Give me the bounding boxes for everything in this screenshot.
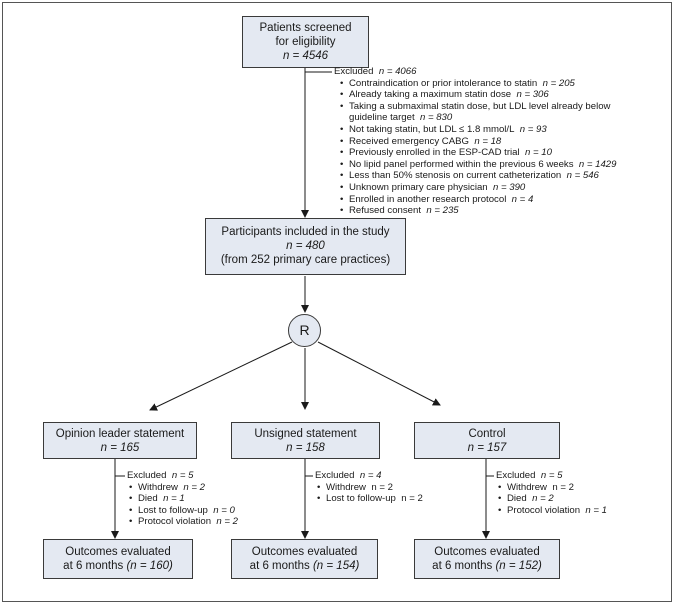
arm-title: Opinion leader statement (55, 428, 185, 440)
excluded-reason-item: Received emergency CABG n = 18 (340, 136, 639, 148)
arm-n: n = 158 (286, 442, 325, 454)
outcome-line1: Outcomes evaluated (251, 546, 358, 558)
arm-excluded-reasons: Withdrew n = 2 Lost to follow-up n = 2 (317, 482, 423, 505)
screened-n: n = 4546 (282, 50, 329, 62)
arm-excluded-reasons: Withdrew n = 2 Died n = 2 Protocol viola… (498, 482, 607, 517)
arm-title: Unsigned statement (254, 428, 357, 440)
arm-excluded-header: Excluded n = 5 (127, 470, 194, 481)
arm-excluded-item: Withdrew n = 2 (129, 482, 238, 494)
arm3-excluded-note: Excluded n = 5 Withdrew n = 2 Died n = 2… (496, 470, 607, 516)
screened-line2: for eligibility (275, 36, 336, 48)
outcome-box-unsigned: Outcomes evaluated at 6 months (n = 154) (231, 539, 378, 579)
arm-excluded-item: Protocol violation n = 2 (129, 516, 238, 528)
arm-excluded-header: Excluded n = 5 (496, 470, 563, 481)
excluded-reason-item: Taking a submaximal statin dose, but LDL… (340, 101, 639, 124)
excluded-reason-item: Contraindication or prior intolerance to… (340, 78, 639, 90)
arm-n: n = 157 (467, 442, 507, 454)
excluded-main-label: Excluded (334, 66, 374, 77)
arm-n: n = 165 (100, 442, 140, 454)
arm-excluded-item: Lost to follow-up n = 2 (317, 493, 423, 505)
outcome-box-opinion-leader: Outcomes evaluated at 6 months (n = 160) (43, 539, 193, 579)
randomization-node: R (288, 314, 321, 347)
screened-box: Patients screened for eligibility n = 45… (242, 16, 369, 68)
arm-box-opinion-leader: Opinion leader statement n = 165 (43, 422, 197, 459)
excluded-reason-item: Already taking a maximum statin dose n =… (340, 89, 639, 101)
arm-excluded-item: Withdrew n = 2 (498, 482, 607, 494)
arrow-r-to-arm1 (149, 341, 293, 411)
included-line3: (from 252 primary care practices) (220, 254, 391, 266)
arm2-excluded-note: Excluded n = 4 Withdrew n = 2 Lost to fo… (315, 470, 423, 505)
arm-title: Control (468, 428, 506, 440)
outcome-line2: at 6 months (n = 160) (63, 560, 173, 572)
excluded-reason-item: Less than 50% stenosis on current cathet… (340, 170, 639, 182)
arm-excluded-item: Died n = 1 (129, 493, 238, 505)
excluded-reason-item: Not taking statin, but LDL ≤ 1.8 mmol/L … (340, 124, 639, 136)
excluded-main-n: n = 4066 (378, 66, 417, 77)
arm-box-unsigned: Unsigned statement n = 158 (231, 422, 380, 459)
outcome-line2: at 6 months (n = 154) (249, 560, 360, 572)
arrow-r-to-arm3 (317, 341, 441, 406)
excluded-reason-item: Enrolled in another research protocol n … (340, 194, 639, 206)
outcome-box-control: Outcomes evaluated at 6 months (n = 152) (414, 539, 560, 579)
excluded-reason-item: Refused consent n = 235 (340, 205, 639, 217)
arm1-excluded-note: Excluded n = 5 Withdrew n = 2 Died n = 1… (127, 470, 238, 528)
included-line1: Participants included in the study (221, 226, 390, 238)
arm-excluded-header: Excluded n = 4 (315, 470, 382, 481)
arm-excluded-item: Lost to follow-up n = 0 (129, 505, 238, 517)
arm-excluded-item: Withdrew n = 2 (317, 482, 423, 494)
excluded-reason-item: No lipid panel performed within the prev… (340, 159, 639, 171)
arm-excluded-reasons: Withdrew n = 2 Died n = 1 Lost to follow… (129, 482, 238, 528)
outcome-line2: at 6 months (n = 152) (432, 560, 542, 572)
screened-line1: Patients screened (259, 22, 352, 34)
excluded-main-note: Excluded n = 4066 Contraindication or pr… (334, 66, 639, 217)
outcome-line1: Outcomes evaluated (65, 546, 171, 558)
excluded-main-header: Excluded n = 4066 (334, 66, 639, 78)
excluded-reason-item: Previously enrolled in the ESP-CAD trial… (340, 147, 639, 159)
outcome-line1: Outcomes evaluated (434, 546, 540, 558)
excluded-main-reasons: Contraindication or prior intolerance to… (340, 78, 639, 217)
excluded-reason-item: Unknown primary care physician n = 390 (340, 182, 639, 194)
arm-box-control: Control n = 157 (414, 422, 560, 459)
arm-excluded-item: Protocol violation n = 1 (498, 505, 607, 517)
included-n: n = 480 (286, 240, 325, 252)
included-box: Participants included in the study n = 4… (205, 218, 406, 275)
arm-excluded-item: Died n = 2 (498, 493, 607, 505)
